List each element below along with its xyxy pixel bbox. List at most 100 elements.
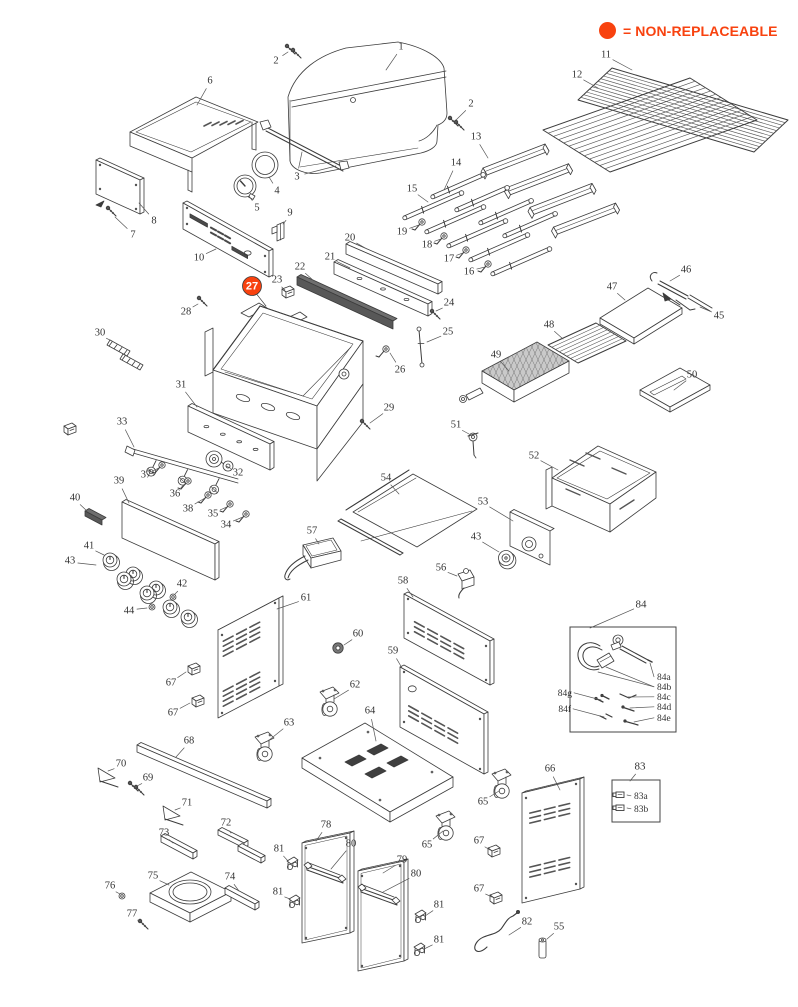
part-label-29: 29	[369, 403, 394, 424]
svg-text:74: 74	[225, 872, 236, 883]
svg-text:78: 78	[321, 820, 332, 831]
svg-text:7: 7	[130, 230, 135, 241]
part-label-55: 55	[546, 922, 564, 940]
svg-text:49: 49	[491, 350, 502, 361]
svg-text:27: 27	[246, 281, 258, 293]
part-63	[254, 731, 275, 762]
part-65	[435, 810, 456, 841]
svg-text:36: 36	[170, 489, 181, 500]
part-8	[95, 157, 145, 215]
part-label-51: 51	[451, 420, 470, 435]
part-label-60: 60	[343, 629, 363, 646]
svg-text:80: 80	[411, 869, 422, 880]
svg-text:40: 40	[70, 493, 81, 504]
part-46	[649, 272, 713, 312]
part-50	[639, 367, 711, 413]
svg-text:59: 59	[388, 646, 399, 657]
svg-text:54: 54	[381, 473, 392, 484]
svg-text:25: 25	[443, 327, 454, 338]
part-66	[521, 776, 585, 904]
svg-text:30: 30	[95, 328, 106, 339]
part-20	[345, 241, 443, 295]
part-57	[284, 537, 342, 581]
part-label-37: 37	[141, 467, 160, 481]
svg-text:19: 19	[397, 227, 408, 238]
part-27-badge: 27	[242, 276, 267, 307]
svg-text:71: 71	[182, 798, 193, 809]
svg-text:53: 53	[478, 497, 489, 508]
part-label-45: 45	[699, 306, 724, 322]
svg-text:77: 77	[127, 909, 138, 920]
svg-text:21: 21	[325, 252, 336, 263]
svg-text:84b: 84b	[657, 683, 672, 693]
svg-text:50: 50	[687, 370, 698, 381]
svg-text:3: 3	[294, 172, 299, 183]
svg-text:16: 16	[464, 267, 475, 278]
part-label-82: 82	[508, 917, 532, 936]
part-label-20: 20	[345, 233, 368, 250]
part-label-13: 13	[471, 132, 489, 159]
svg-text:83a: 83a	[634, 792, 649, 802]
part-label-73: 73	[159, 828, 174, 844]
svg-text:57: 57	[307, 526, 318, 537]
svg-text:62: 62	[350, 680, 361, 691]
svg-text:52: 52	[529, 451, 540, 462]
svg-text:70: 70	[116, 759, 127, 770]
part-label-34: 34	[221, 516, 244, 531]
part-label-11: 11	[601, 50, 633, 71]
svg-text:75: 75	[148, 871, 159, 882]
part-22	[296, 274, 398, 330]
svg-text:84a: 84a	[657, 673, 672, 683]
part-label-81: 81	[424, 900, 445, 917]
part-45	[662, 292, 696, 311]
part-61	[217, 595, 284, 719]
part-label-42: 42	[174, 579, 187, 595]
part-48	[547, 322, 627, 364]
part-80	[357, 883, 401, 906]
svg-text:72: 72	[221, 818, 232, 829]
part-49	[459, 341, 570, 403]
part-label-23: 23	[272, 275, 286, 291]
part-40	[84, 508, 107, 526]
part-label-48: 48	[544, 320, 564, 340]
svg-text:18: 18	[422, 240, 433, 251]
part-3	[259, 119, 350, 172]
svg-text:79: 79	[397, 855, 408, 866]
svg-text:80: 80	[346, 839, 357, 850]
part-54	[337, 469, 478, 556]
part-knobs	[102, 552, 198, 628]
svg-text:76: 76	[105, 881, 116, 892]
svg-text:51: 51	[451, 420, 462, 431]
part-42	[169, 593, 177, 601]
svg-text:48: 48	[544, 320, 555, 331]
part-tube	[446, 218, 509, 249]
part-23	[281, 285, 295, 299]
svg-text:66: 66	[545, 764, 556, 775]
svg-text:67: 67	[168, 708, 179, 719]
part-label-38: 38	[183, 497, 206, 515]
part-label-21: 21	[325, 252, 351, 269]
part-74	[224, 885, 260, 911]
part-label-26: 26	[389, 352, 405, 376]
part-label-81: 81	[423, 935, 444, 950]
part-label-9: 9	[282, 208, 293, 225]
svg-text:35: 35	[208, 509, 219, 520]
part-47	[599, 287, 683, 345]
part-tube	[424, 204, 487, 235]
svg-text:81: 81	[434, 900, 445, 911]
part-label-18: 18	[422, 238, 442, 251]
svg-text:2: 2	[273, 56, 278, 67]
part-label-67: 67	[474, 836, 491, 851]
part-label-1: 1	[385, 42, 404, 71]
part-label-65: 65	[478, 790, 500, 808]
part-31	[187, 403, 275, 471]
svg-text:1: 1	[398, 42, 403, 53]
part-label-79: 79	[382, 855, 408, 874]
svg-text:84g: 84g	[558, 689, 573, 699]
part-30	[106, 339, 144, 371]
part-80	[303, 861, 347, 884]
part-82	[474, 910, 521, 953]
